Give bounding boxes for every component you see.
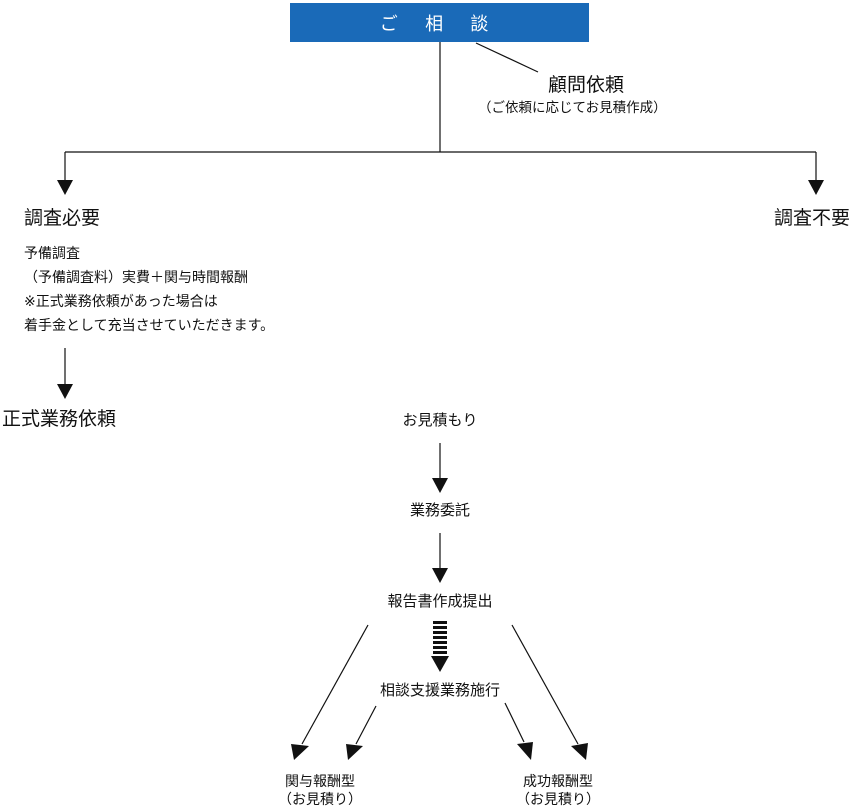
support-to-retainer-line (355, 705, 377, 745)
arrow-down-icon (57, 180, 73, 195)
fee-type-label: 関与報酬型 (285, 774, 355, 790)
note-line: （予備調査料）実費＋関与時間報酬 (24, 270, 248, 286)
note-line: 予備調査 (24, 246, 80, 262)
arrow-down-right-icon (571, 743, 588, 760)
success-fee-type: 成功報酬型 （お見積り） (516, 773, 600, 809)
formal-request-label: 正式業務依頼 (2, 408, 117, 430)
commission-label: 業務委託 (409, 501, 471, 519)
report-to-retainer-line (301, 624, 369, 745)
preliminary-investigation-notes: 予備調査 （予備調査料）実費＋関与時間報酬 ※正式業務依頼があった場合は 着手金… (24, 242, 274, 338)
fee-type-label: 成功報酬型 (523, 774, 593, 790)
report-to-success-line (511, 624, 579, 745)
advisory-leader-line (475, 42, 539, 73)
advisory-request-note: （ご依頼に応じてお見積作成） (478, 100, 667, 116)
arrow-down-left-icon (346, 744, 363, 760)
arrow-down-icon (432, 568, 448, 583)
investigation-required-label: 調査必要 (24, 207, 101, 229)
investigation-not-required-label: 調査不要 (774, 207, 851, 229)
note-line: ※正式業務依頼があった場合は (24, 294, 218, 310)
advisory-request-label: 顧問依頼 (548, 74, 625, 96)
support-label: 相談支援業務施行 (379, 681, 501, 699)
note-line: 着手金として充当させていただきます。 (24, 318, 275, 334)
arrow-down-right-icon (517, 742, 533, 760)
consultation-title: ご 相 談 (290, 3, 589, 42)
dashed-arrow-icon (431, 621, 449, 672)
estimate-label: お見積もり (402, 411, 478, 429)
arrow-down-icon (808, 180, 824, 195)
arrow-down-left-icon (291, 744, 309, 760)
support-to-success-line (504, 702, 525, 743)
retainer-fee-type: 関与報酬型 （お見積り） (278, 773, 362, 809)
fee-type-note: （お見積り） (278, 792, 362, 808)
arrow-down-icon (432, 478, 448, 493)
fee-type-note: （お見積り） (516, 792, 600, 808)
arrow-down-icon (57, 384, 73, 399)
report-label: 報告書作成提出 (387, 592, 493, 610)
